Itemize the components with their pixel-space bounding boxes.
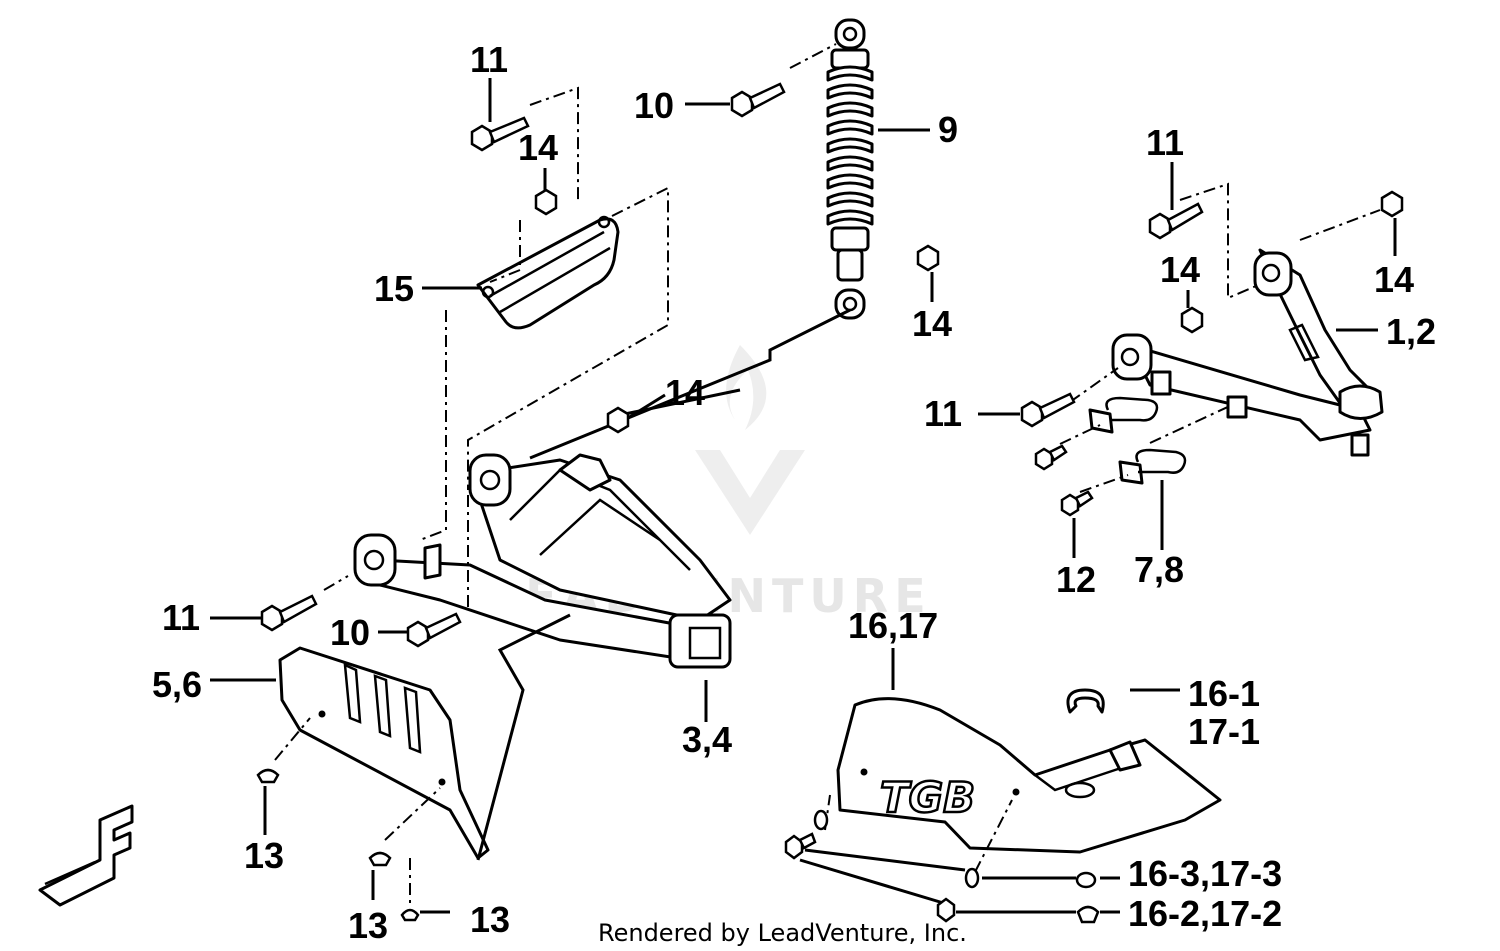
callout-5-6: 5,6 [152, 664, 202, 705]
tgb-logo: TGB [880, 773, 975, 822]
callout-10-lower: 10 [330, 612, 370, 653]
lower-a-arm [353, 453, 732, 669]
callout-7-8: 7,8 [1134, 549, 1184, 590]
front-direction-icon [38, 804, 134, 907]
callout-13-b: 13 [348, 905, 388, 946]
callout-13-a: 13 [244, 835, 284, 876]
bolt-12-a [1034, 444, 1068, 471]
callout-11-top-right: 11 [1146, 122, 1184, 163]
callout-16-3-17-3: 16-3,17-3 [1128, 853, 1282, 894]
side-guard [278, 646, 490, 860]
footer-credit: Rendered by LeadVenture, Inc. [598, 919, 967, 947]
leader-lines [210, 78, 1397, 914]
callout-15: 15 [374, 268, 414, 309]
engine-skid-plate: TGB [836, 688, 1222, 854]
bolt-10-lower [406, 612, 462, 648]
bolt-16-2-left [784, 832, 817, 860]
brake-line-clamps [1088, 396, 1187, 485]
callout-17-1: 17-1 [1188, 711, 1260, 752]
shock-absorber [826, 18, 874, 320]
screw-13-c [400, 908, 420, 922]
callout-labels: 11 14 15 10 9 14 14 11 10 5,6 3,4 13 13 … [152, 39, 1436, 946]
washer-16-3 [964, 867, 980, 889]
bolt-11-left [260, 594, 318, 632]
callout-11-left: 11 [162, 597, 200, 638]
callout-9: 9 [938, 109, 958, 150]
callout-11-mid-right: 11 [924, 393, 962, 434]
nut-14-e [1180, 306, 1204, 334]
callout-12: 12 [1056, 559, 1096, 600]
washer-16-3-icon [1075, 871, 1097, 889]
screw-13-a [256, 768, 280, 784]
bolt-16-2-icon [1076, 905, 1100, 924]
bolt-11-mid-right [1020, 392, 1076, 428]
phantom-lines [274, 43, 1381, 905]
callout-16-17: 16,17 [848, 605, 938, 646]
callout-14-shock: 14 [912, 303, 952, 344]
callout-14-center: 14 [665, 372, 705, 413]
skid-guard-15 [476, 215, 620, 330]
callout-16-2-17-2: 16-2,17-2 [1128, 893, 1282, 934]
screw-13-b [368, 851, 392, 867]
callout-14-upper-arm: 14 [1160, 249, 1200, 290]
hardware [256, 82, 1404, 924]
bolt-11-top-left [470, 116, 530, 152]
bolt-10-top [730, 82, 786, 118]
callout-1-2: 1,2 [1386, 311, 1436, 352]
nut-14-c [606, 406, 630, 434]
callout-13-c: 13 [470, 899, 510, 940]
callout-11-top-left: 11 [470, 39, 508, 80]
bolt-12-b [1060, 490, 1094, 517]
nut-14-a [534, 188, 558, 216]
nut-14-d [1380, 190, 1404, 218]
callout-10-top: 10 [634, 85, 674, 126]
callout-3-4: 3,4 [682, 719, 732, 760]
upper-a-arm [1111, 248, 1384, 457]
callout-16-1: 16-1 [1188, 673, 1260, 714]
callout-14-right: 14 [1374, 259, 1414, 300]
callout-14-top-left: 14 [518, 127, 558, 168]
bolt-11-top-right [1148, 202, 1204, 240]
washer-left [813, 809, 829, 831]
nut-14-b [916, 244, 940, 272]
bolt-16-2-right [936, 897, 956, 923]
